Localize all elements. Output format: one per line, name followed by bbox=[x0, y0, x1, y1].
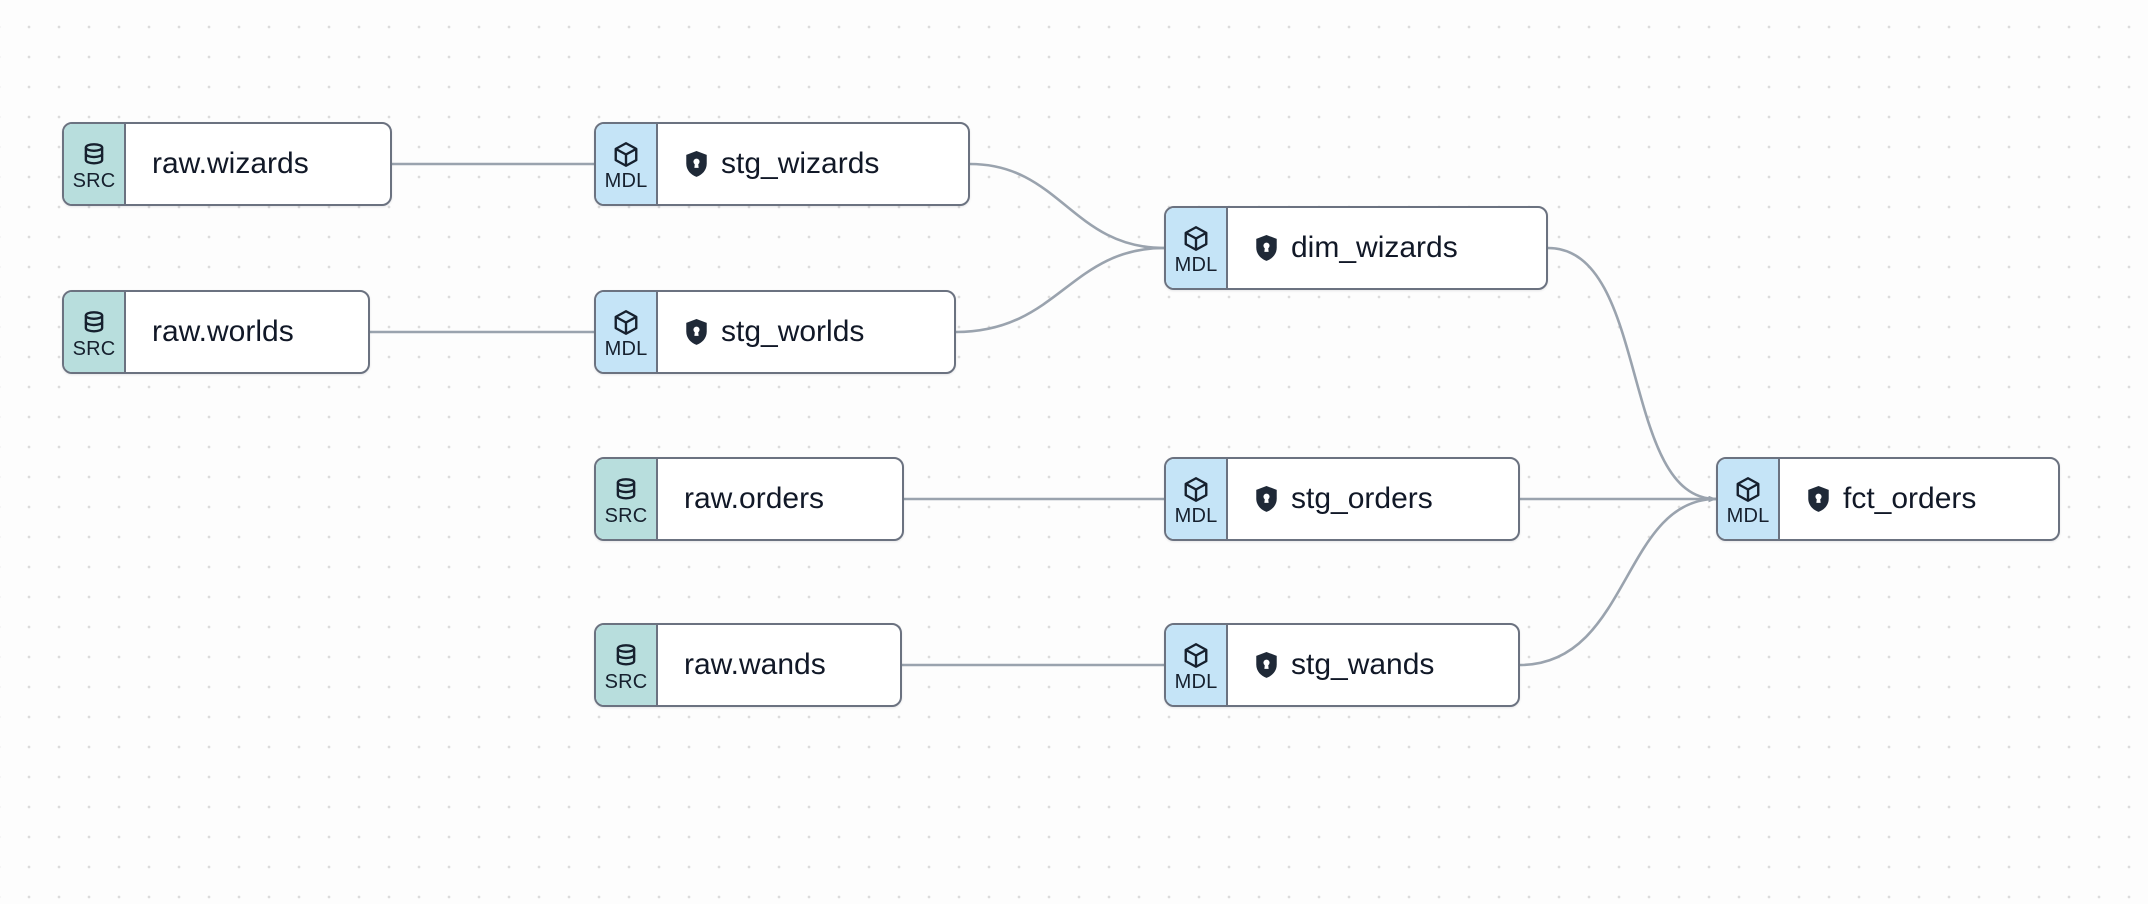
node-dim-wizards[interactable]: MDL dim_wizards bbox=[1164, 206, 1548, 290]
node-stg-worlds[interactable]: MDL stg_worlds bbox=[594, 290, 956, 374]
node-badge-mdl: MDL bbox=[596, 292, 658, 372]
database-icon bbox=[611, 475, 641, 505]
cube-icon bbox=[1181, 224, 1211, 254]
node-label: fct_orders bbox=[1843, 482, 1977, 515]
badge-label: MDL bbox=[604, 169, 648, 192]
node-label: raw.wands bbox=[684, 648, 826, 681]
node-body: stg_orders bbox=[1228, 459, 1518, 539]
lock-shield-icon bbox=[684, 150, 709, 178]
cube-icon bbox=[1733, 475, 1763, 505]
lock-shield-icon bbox=[684, 318, 709, 346]
edge-stg-worlds-to-dim-wizards bbox=[954, 246, 1166, 334]
node-badge-mdl: MDL bbox=[1718, 459, 1780, 539]
cube-icon bbox=[611, 308, 641, 338]
cube-icon bbox=[1181, 475, 1211, 505]
edge-dim-wizards-to-fct-orders bbox=[1546, 246, 1718, 503]
database-icon bbox=[79, 308, 109, 338]
node-label: stg_wands bbox=[1291, 648, 1435, 681]
badge-label: MDL bbox=[1174, 670, 1218, 693]
lock-shield-icon bbox=[1254, 485, 1279, 513]
node-badge-src: SRC bbox=[64, 124, 126, 204]
node-body: raw.wizards bbox=[126, 124, 390, 204]
badge-label: SRC bbox=[604, 670, 648, 693]
lock-shield-icon bbox=[1254, 234, 1279, 262]
node-fct-orders[interactable]: MDL fct_orders bbox=[1716, 457, 2060, 541]
node-body: raw.orders bbox=[658, 459, 902, 539]
node-label: stg_worlds bbox=[721, 315, 865, 348]
node-label: raw.orders bbox=[684, 482, 825, 515]
badge-label: MDL bbox=[604, 337, 648, 360]
database-icon bbox=[611, 641, 641, 671]
node-body: raw.worlds bbox=[126, 292, 368, 372]
node-badge-mdl: MDL bbox=[1166, 625, 1228, 705]
node-body: stg_worlds bbox=[658, 292, 954, 372]
node-badge-mdl: MDL bbox=[1166, 208, 1228, 288]
badge-label: MDL bbox=[1174, 504, 1218, 527]
node-body: stg_wizards bbox=[658, 124, 968, 204]
node-body: fct_orders bbox=[1780, 459, 2058, 539]
node-raw-worlds[interactable]: SRC raw.worlds bbox=[62, 290, 370, 374]
node-body: stg_wands bbox=[1228, 625, 1518, 705]
lock-shield-icon bbox=[1254, 651, 1279, 679]
node-badge-src: SRC bbox=[596, 459, 658, 539]
node-body: dim_wizards bbox=[1228, 208, 1546, 288]
badge-label: SRC bbox=[72, 337, 116, 360]
node-raw-wands[interactable]: SRC raw.wands bbox=[594, 623, 902, 707]
cube-icon bbox=[611, 140, 641, 170]
node-badge-mdl: MDL bbox=[1166, 459, 1228, 539]
node-raw-wizards[interactable]: SRC raw.wizards bbox=[62, 122, 392, 206]
node-badge-src: SRC bbox=[64, 292, 126, 372]
node-badge-src: SRC bbox=[596, 625, 658, 705]
badge-label: SRC bbox=[72, 169, 116, 192]
badge-label: MDL bbox=[1726, 504, 1770, 527]
node-body: raw.wands bbox=[658, 625, 900, 705]
node-label: stg_orders bbox=[1291, 482, 1433, 515]
cube-icon bbox=[1181, 641, 1211, 671]
node-stg-wands[interactable]: MDL stg_wands bbox=[1164, 623, 1520, 707]
database-icon bbox=[79, 140, 109, 170]
node-label: raw.worlds bbox=[152, 315, 294, 348]
lock-shield-icon bbox=[1806, 485, 1831, 513]
badge-label: SRC bbox=[604, 504, 648, 527]
node-label: dim_wizards bbox=[1291, 231, 1458, 264]
node-label: raw.wizards bbox=[152, 147, 309, 180]
badge-label: MDL bbox=[1174, 253, 1218, 276]
node-label: stg_wizards bbox=[721, 147, 880, 180]
edge-stg-wands-to-fct-orders bbox=[1518, 495, 1718, 667]
node-stg-wizards[interactable]: MDL stg_wizards bbox=[594, 122, 970, 206]
node-badge-mdl: MDL bbox=[596, 124, 658, 204]
node-raw-orders[interactable]: SRC raw.orders bbox=[594, 457, 904, 541]
edge-stg-wizards-to-dim-wizards bbox=[968, 162, 1166, 250]
node-stg-orders[interactable]: MDL stg_orders bbox=[1164, 457, 1520, 541]
